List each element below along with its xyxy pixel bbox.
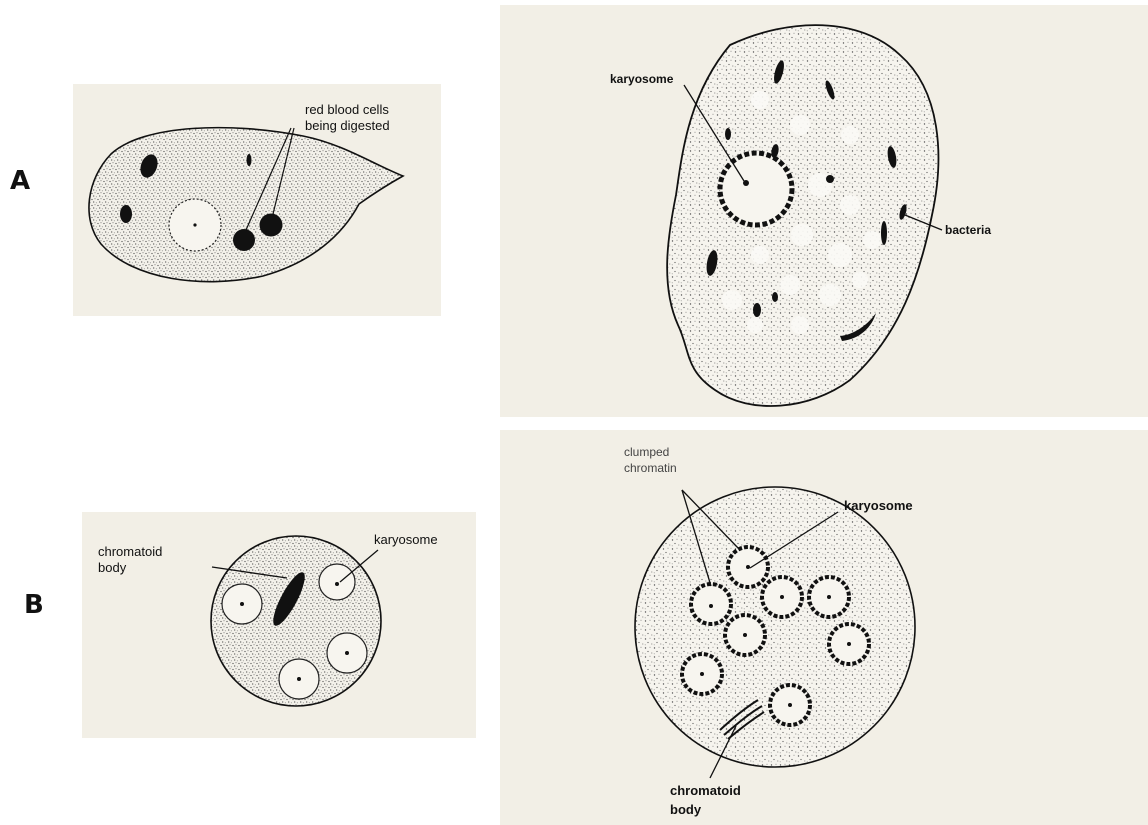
panel-b-left-diagram: chromatoid body karyosome [82, 512, 476, 738]
cyst-karyosome-4 [297, 677, 301, 681]
row-label-a: A [10, 166, 30, 196]
karyosome-label-b-left: karyosome [374, 532, 438, 547]
panel-a-left: red blood cells being digested [73, 84, 441, 316]
rbc-label-line2: being digested [305, 118, 390, 133]
panel-b-right: clumped chromatin karyosome chromatoid b… [500, 430, 1148, 825]
rbc-label-line1: red blood cells [305, 102, 389, 117]
panel-a-right: karyosome bacteria [500, 5, 1148, 417]
karyosome-label-a: karyosome [610, 72, 674, 86]
karyosome-label-b-right: karyosome [844, 498, 913, 513]
panel-b-right-diagram: clumped chromatin karyosome chromatoid b… [500, 430, 1148, 825]
panel-a-right-diagram: karyosome bacteria [500, 5, 1148, 417]
clumped-label-line2: chromatin [624, 461, 677, 475]
chromatoid-label-b-right-line1: chromatoid [670, 783, 741, 798]
rbc-2 [120, 205, 132, 223]
cyst-karyosome-1 [240, 602, 244, 606]
chromatoid-label-b-right-line2: body [670, 802, 702, 817]
nucleus-large [720, 153, 792, 225]
chromatoid-label-line2: body [98, 560, 127, 575]
panel-a-left-diagram: red blood cells being digested [73, 84, 441, 316]
rbc-digesting-2 [260, 214, 283, 237]
cyst-karyosome-3 [345, 651, 349, 655]
panel-b-left: chromatoid body karyosome [82, 512, 476, 738]
bacteria-label: bacteria [945, 223, 991, 237]
cyst-karyosome-2 [335, 582, 339, 586]
rbc-digesting-1 [233, 229, 255, 251]
cyst-outline-large [635, 487, 915, 767]
rbc-3 [247, 154, 252, 166]
karyosome-dot [193, 223, 196, 226]
row-label-b: B [24, 590, 44, 620]
clumped-label-line1: clumped [624, 445, 669, 459]
chromatoid-label-line1: chromatoid [98, 544, 162, 559]
